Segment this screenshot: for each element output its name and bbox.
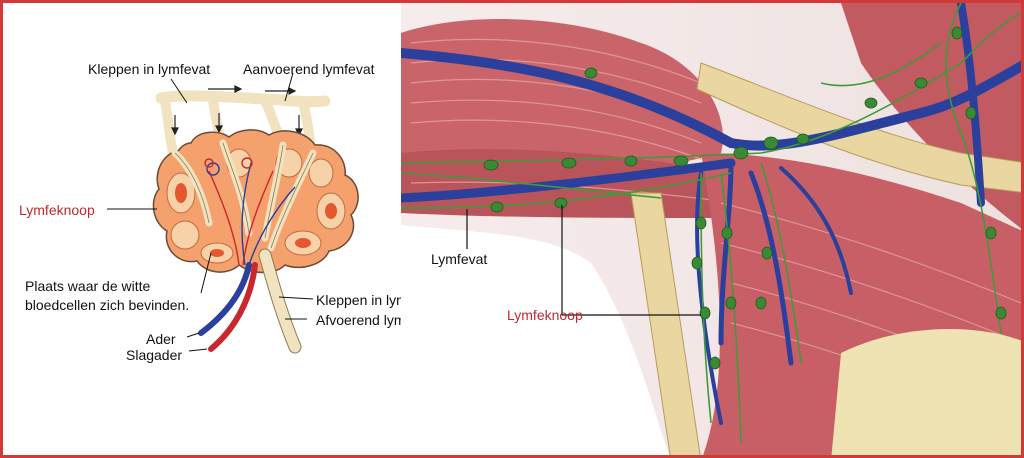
- lymph-node-body: [152, 129, 359, 274]
- artery-vessel: [208, 262, 258, 352]
- lymphatic-vessels: [401, 3, 1021, 444]
- humerus-tendon: [630, 192, 701, 455]
- left-leader-lines: [107, 72, 314, 352]
- shoulder-anatomy-drawing: [401, 3, 1021, 455]
- efferent-vessel: [259, 249, 301, 353]
- label-lymph-vessel: Lymfevat: [431, 251, 488, 267]
- lymph-nodes: [483, 26, 1007, 370]
- afferent-lymph-vessels: [155, 90, 331, 158]
- label-lymph-node-left: Lymfeknoop: [19, 202, 95, 218]
- label-valves-top: Kleppen in lymfevat: [88, 61, 211, 77]
- lymph-node-diagram-panel: Kleppen in lymfevat Aanvoerend lymfevat …: [3, 3, 438, 455]
- label-white-blood-cells: Plaats waar de witte bloedcellen zich be…: [25, 278, 190, 313]
- rib-cage: [831, 329, 1021, 455]
- anatomy-illustration-panel: Lymfevat Lymfeknoop: [401, 3, 1021, 455]
- label-vein: Ader: [146, 331, 176, 347]
- label-artery: Slagader: [126, 347, 183, 363]
- vein-vessel: [198, 262, 252, 336]
- label-lymph-node-right: Lymfeknoop: [507, 307, 583, 323]
- label-afferent-vessel: Aanvoerend lymfevat: [243, 61, 375, 77]
- lymph-node-drawing: [107, 72, 359, 354]
- right-leader-lines: [466, 205, 701, 316]
